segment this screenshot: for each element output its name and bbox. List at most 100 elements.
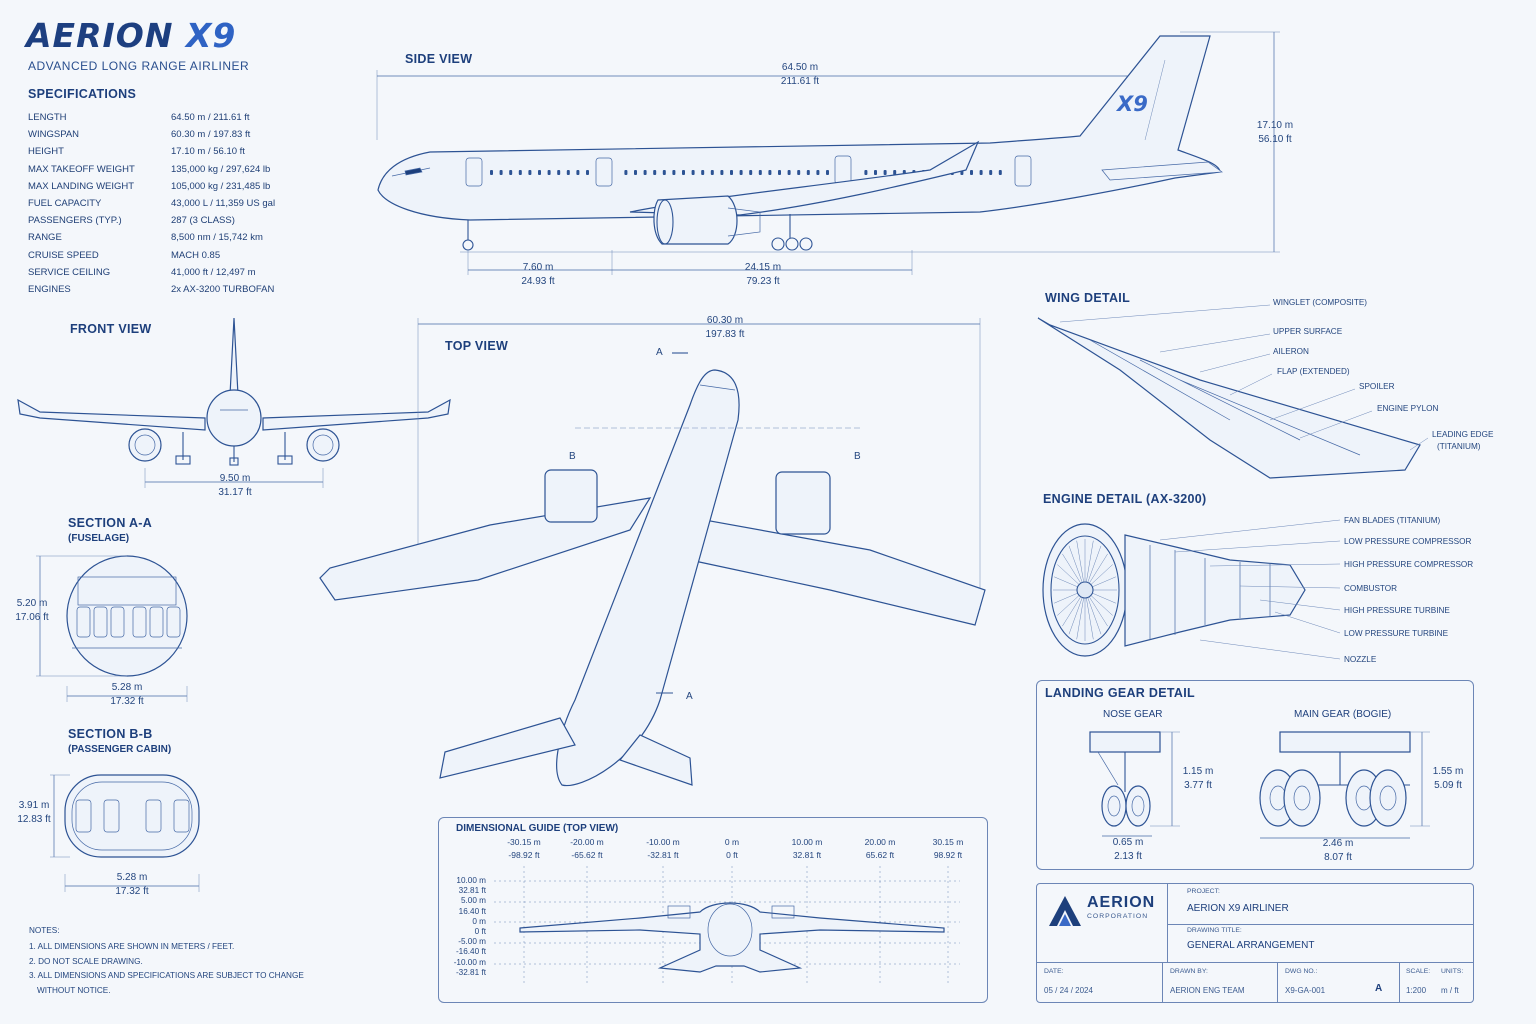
window (989, 170, 993, 175)
aerion-logo-icon (1049, 896, 1081, 926)
window (509, 170, 513, 175)
engine-label-hp-compressor: HIGH PRESSURE COMPRESSOR (1344, 560, 1474, 569)
section-aa-width: 5.28 m 17.32 ft (97, 681, 157, 709)
dg-x-tick-m: -30.15 m (507, 837, 541, 847)
note-item: 2. DO NOT SCALE DRAWING. (29, 956, 143, 966)
nose-gear-width: 0.65 m 2.13 ft (1108, 836, 1148, 864)
dg-x-tick-ft: 65.62 ft (865, 850, 895, 860)
window (941, 170, 945, 175)
window (806, 170, 810, 175)
window (566, 170, 570, 175)
spec-value: 135,000 kg / 297,624 lb (171, 163, 271, 175)
cut-b-right-label: B (854, 451, 861, 462)
fan-blade (1054, 576, 1086, 591)
fan-blade (1084, 545, 1102, 591)
dg-y-tick: 0 m (472, 916, 486, 926)
side-view-title: SIDE VIEW (405, 52, 473, 66)
side-height-ft: 56.10 ft (1258, 134, 1292, 145)
main-gear-width-m: 2.46 m (1322, 838, 1354, 849)
wing-label-leading-edge: LEADING EDGE (1432, 430, 1494, 439)
note-item: 1. ALL DIMENSIONS ARE SHOWN IN METERS / … (29, 942, 235, 951)
seat (76, 606, 91, 638)
fan-blade (1084, 589, 1116, 604)
wing-detail-title: WING DETAIL (1045, 291, 1131, 305)
window (998, 170, 1002, 175)
window (979, 170, 983, 175)
seat (149, 606, 164, 638)
spec-value: 17.10 m / 56.10 ft (171, 146, 245, 158)
units-value: m / ft (1441, 986, 1459, 995)
fan-blade (1084, 589, 1113, 616)
side-length-ft: 211.61 ft (780, 76, 820, 87)
scale-label: SCALE: (1406, 968, 1431, 975)
scale-value: 1:200 (1406, 986, 1427, 995)
gear-track-m: 9.50 m (219, 473, 251, 484)
window (624, 170, 628, 175)
gear-track-dimension: 9.50 m 31.17 ft (205, 472, 265, 500)
fan-blade (1084, 576, 1116, 591)
revision-value: A (1375, 983, 1383, 994)
wing-label-flap: FLAP (EXTENDED) (1277, 367, 1350, 376)
fan-blade (1068, 545, 1086, 591)
spec-label: LENGTH (28, 112, 67, 123)
main-gear-width: 2.46 m 8.07 ft (1318, 837, 1358, 865)
spec-value: MACH 0.85 (171, 249, 221, 261)
note-item: WITHOUT NOTICE. (37, 985, 111, 995)
fan-blade (1076, 540, 1086, 591)
seat (103, 799, 120, 833)
window (931, 170, 935, 175)
nose-gear-width-ft: 2.13 ft (1114, 851, 1142, 862)
dg-y-tick: 5.00 m (460, 896, 486, 906)
window (538, 170, 541, 175)
project-label: PROJECT: (1187, 888, 1220, 895)
page-title: AERION X9 (26, 16, 236, 55)
main-gear-width-ft: 8.07 ft (1324, 852, 1352, 863)
dg-y-tick: -32.81 ft (455, 967, 486, 977)
section-bb-height: 3.91 m 12.83 ft (6, 799, 62, 827)
dg-y-tick: 10.00 m (456, 876, 486, 885)
engine-label-hp-turbine: HIGH PRESSURE TURBINE (1344, 606, 1450, 615)
wing-label-spoiler: SPOILER (1359, 382, 1395, 391)
dg-y-tick: 32.81 ft (458, 886, 486, 896)
wing-label-engine-pylon: ENGINE PYLON (1377, 404, 1439, 413)
wingspan-m: 60.30 m (706, 315, 744, 326)
window (701, 170, 705, 175)
side-length-dimension: 64.50 m 211.61 ft (760, 61, 840, 89)
dg-x-tick-ft: -65.62 ft (571, 850, 603, 860)
fan-blade (1076, 589, 1086, 640)
landing-gear-panel (1036, 680, 1474, 870)
dg-y-tick: -10.00 m (453, 957, 486, 967)
gear-track-ft: 31.17 ft (218, 487, 252, 498)
seat (173, 799, 190, 833)
window (576, 170, 580, 175)
date-label: DATE: (1044, 968, 1064, 975)
spec-value: 287 (3 CLASS) (171, 215, 235, 227)
section-bb-title: SECTION B-B (68, 727, 153, 741)
window (787, 170, 791, 175)
main-gear-height: 1.55 m 5.09 ft (1428, 765, 1468, 793)
notes-title: NOTES: (29, 926, 60, 935)
title-block: AERION CORPORATION PROJECT: AERION X9 AI… (1036, 883, 1474, 1003)
dg-x-tick-m: -10.00 m (646, 837, 680, 847)
company-subname: CORPORATION (1087, 913, 1149, 920)
nose-gear-height-ft: 3.77 ft (1184, 780, 1212, 791)
fan-blade (1084, 589, 1102, 635)
side-height-m: 17.10 m (1256, 120, 1294, 131)
window (758, 170, 762, 175)
window (672, 170, 676, 175)
engine-label-combustor: COMBUSTOR (1344, 584, 1398, 593)
spec-label: WINGSPAN (28, 129, 80, 141)
cut-b-left-label: B (569, 451, 576, 462)
spec-label: MAX TAKEOFF WEIGHT (28, 163, 135, 175)
main-gear-title: MAIN GEAR (BOGIE) (1294, 709, 1392, 720)
drawing-title-label: DRAWING TITLE: (1187, 927, 1242, 934)
spec-label: PASSENGERS (TYP.) (28, 215, 122, 227)
section-aa-title: SECTION A-A (68, 516, 153, 530)
window (643, 170, 647, 175)
seat (145, 799, 162, 833)
seat (166, 606, 181, 638)
window (682, 170, 685, 175)
dg-x-tick: -30.15 m-98.92 ft (494, 836, 554, 862)
